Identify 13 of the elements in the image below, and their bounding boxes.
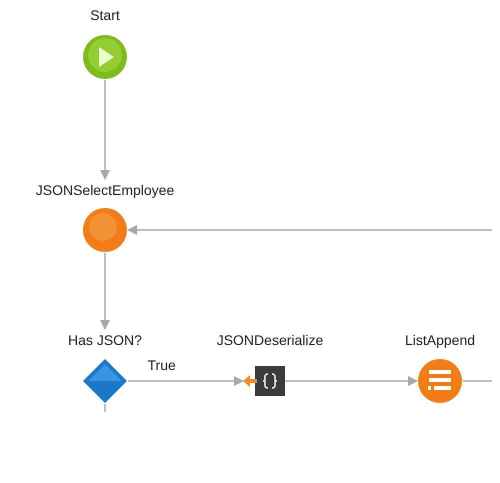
- connector-line: [104, 404, 106, 412]
- arrow: [128, 376, 244, 386]
- node-label: Has JSON?: [68, 331, 142, 349]
- node-label: JSONSelectEmployee: [36, 181, 174, 199]
- node-label: JSONDeserialize: [216, 331, 324, 349]
- arrow: [127, 225, 492, 235]
- connector-line: [463, 380, 492, 382]
- node-label: ListAppend: [404, 331, 476, 349]
- edge-label: True: [146, 357, 178, 373]
- arrow: [285, 376, 418, 386]
- arrow: [100, 80, 110, 180]
- node-label: Start: [90, 6, 120, 24]
- arrow: [100, 253, 110, 330]
